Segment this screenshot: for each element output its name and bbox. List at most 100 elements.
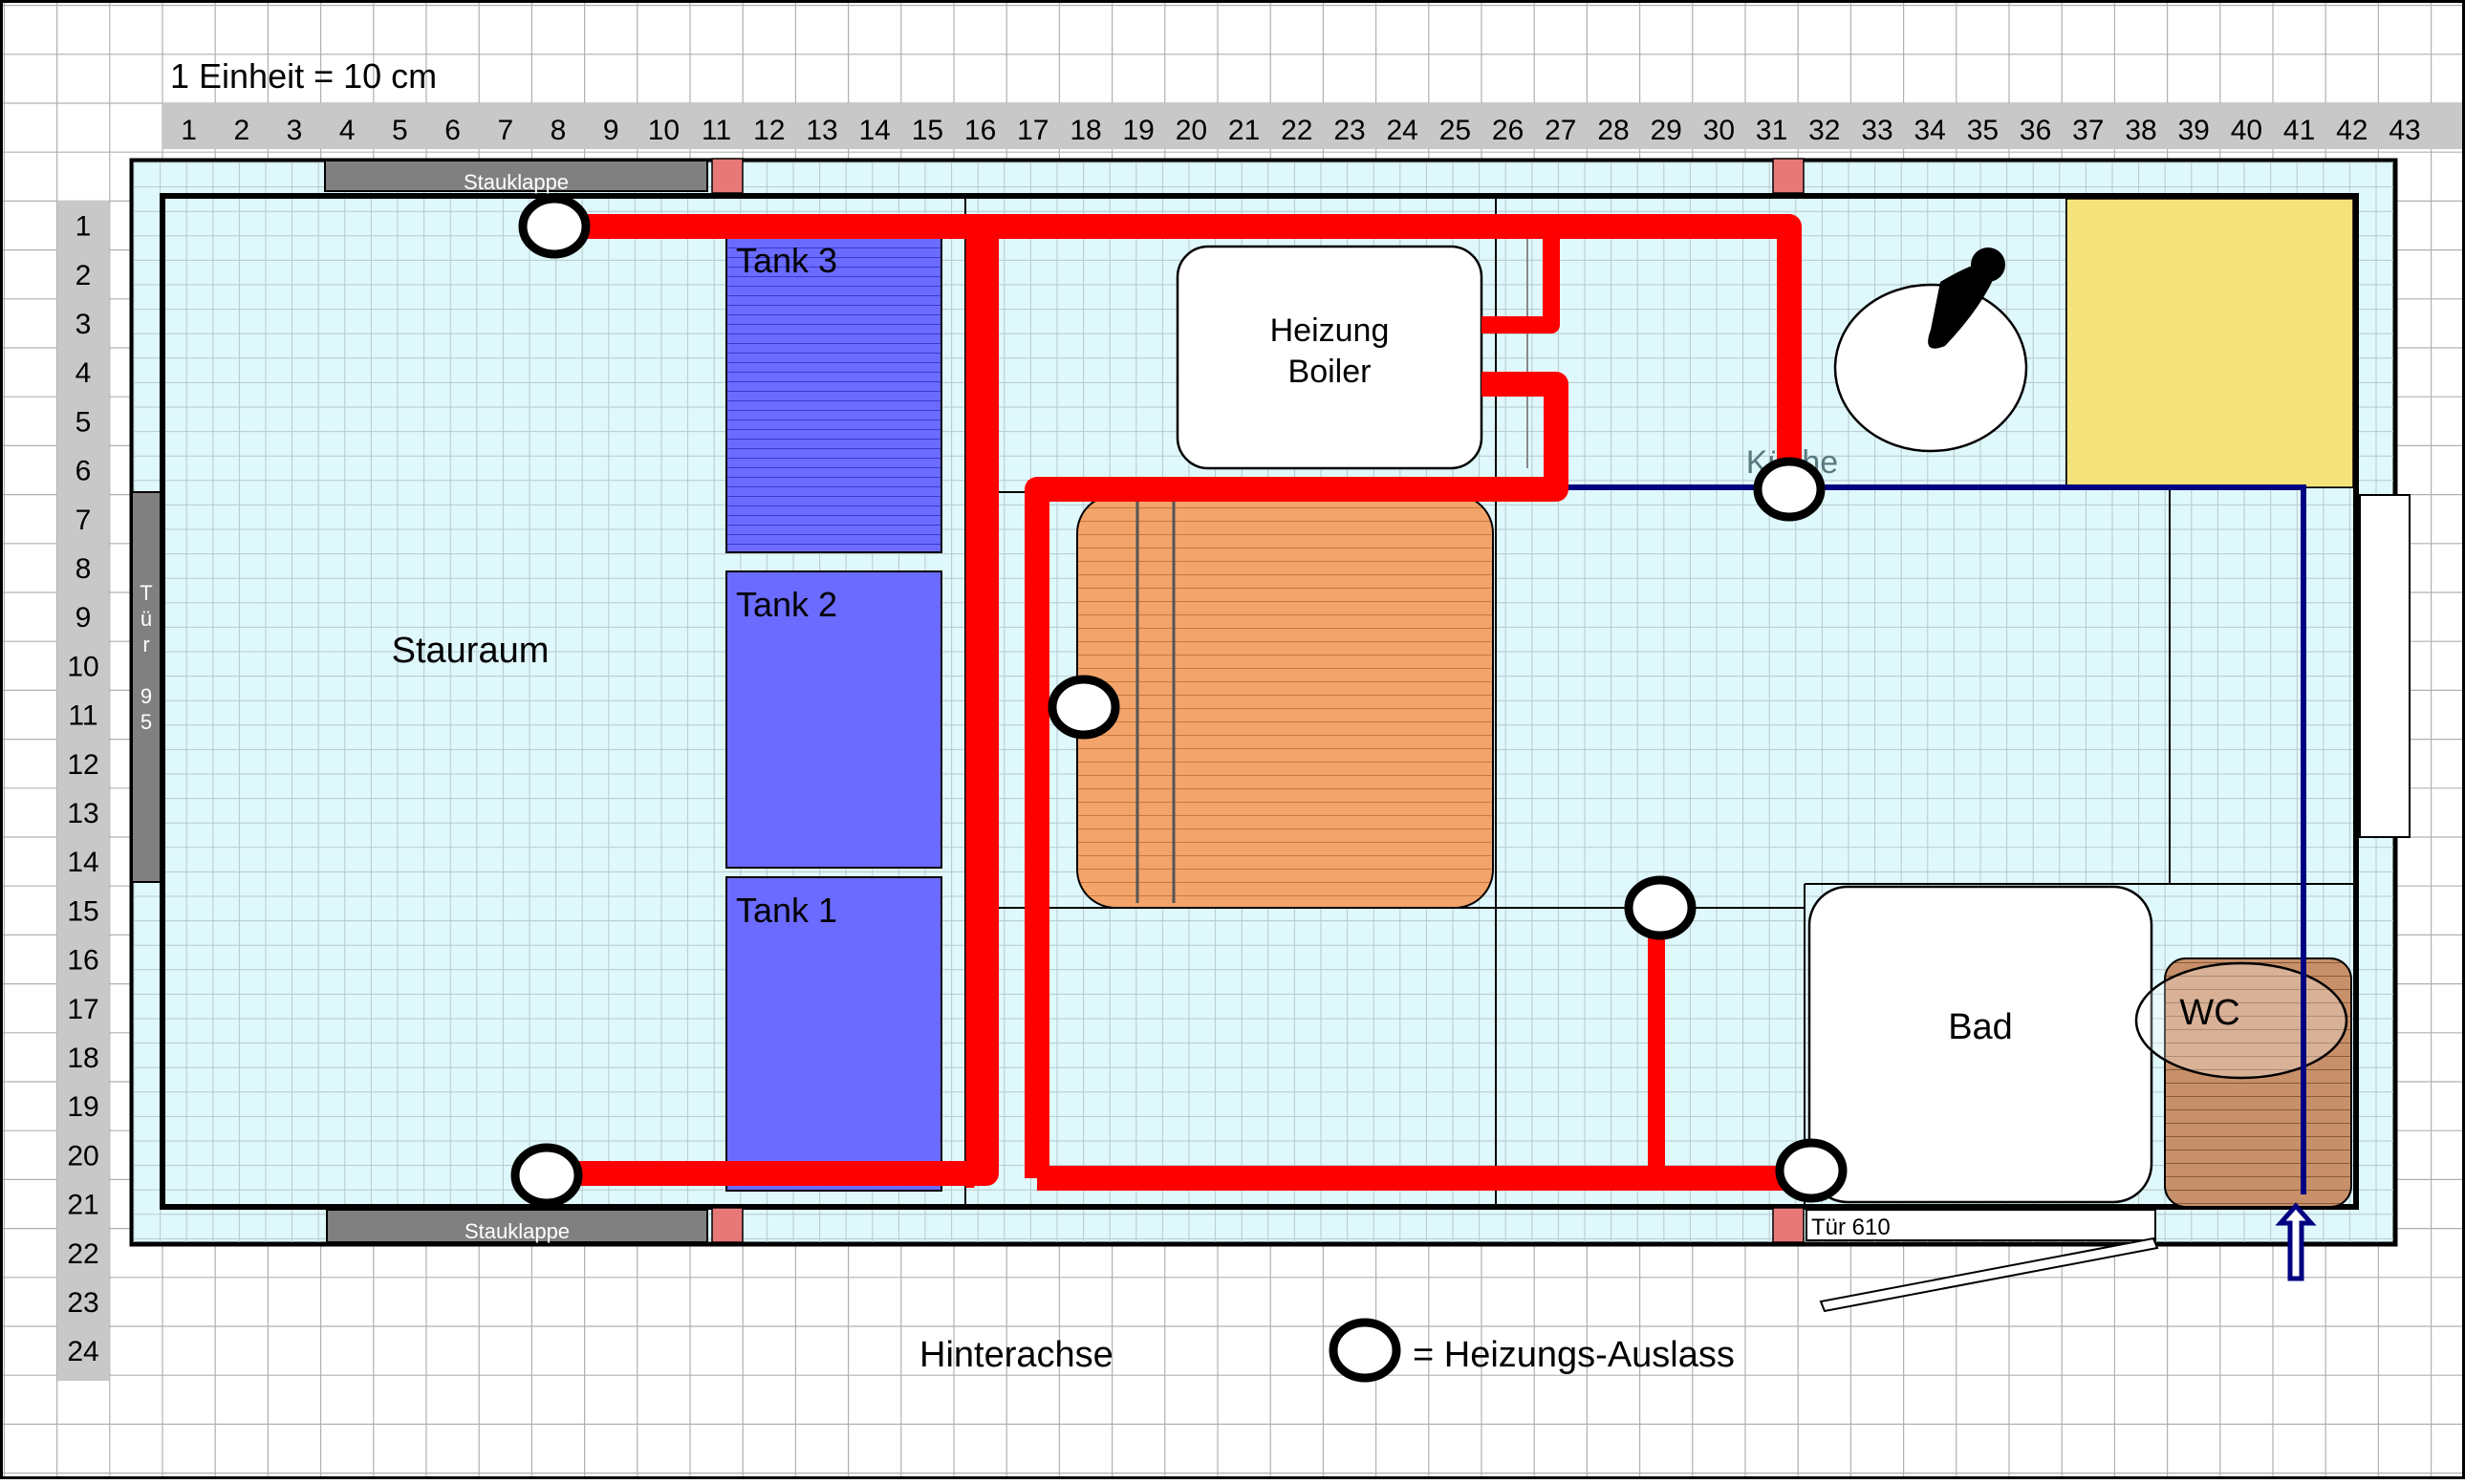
kitchen-counter <box>2065 198 2354 488</box>
row-label: 2 <box>76 260 92 291</box>
row-label: 6 <box>76 456 92 487</box>
outlet-icon <box>1624 875 1697 940</box>
row-label: 12 <box>67 749 98 781</box>
column-label: 11 <box>702 115 731 146</box>
column-label: 9 <box>603 115 619 146</box>
stauklappe-top <box>324 160 708 192</box>
column-label: 33 <box>1861 115 1892 146</box>
column-label: 32 <box>1808 115 1840 146</box>
outlet-icon <box>510 1143 583 1208</box>
tank-1-label: Tank 1 <box>736 891 837 930</box>
row-label: 3 <box>76 309 92 340</box>
legend-label: = Heizungs-Auslass <box>1413 1335 1735 1375</box>
row-label: 20 <box>67 1140 98 1172</box>
row-label: 23 <box>67 1287 98 1319</box>
bed <box>1076 494 1494 909</box>
column-label: 12 <box>753 115 785 146</box>
column-label: 15 <box>912 115 943 146</box>
tank-2 <box>725 570 942 869</box>
column-label: 24 <box>1387 115 1418 146</box>
axle-label: Hinterachse <box>919 1335 1114 1375</box>
door-letter: 9 <box>141 684 152 708</box>
wc-icon <box>2134 961 2348 1080</box>
row-label: 11 <box>68 700 97 732</box>
row-label: 4 <box>76 357 92 389</box>
door-letter: T <box>140 581 152 605</box>
column-label: 3 <box>287 115 303 146</box>
tank-1 <box>725 876 942 1192</box>
row-label: 5 <box>76 406 92 438</box>
column-label: 19 <box>1123 115 1155 146</box>
door-letter: r <box>142 633 149 656</box>
column-label: 23 <box>1333 115 1365 146</box>
water-inlet-icon <box>2275 1202 2317 1281</box>
column-label: 35 <box>1967 115 1999 146</box>
row-label: 10 <box>67 651 98 682</box>
row-label: 14 <box>67 847 98 878</box>
column-label: 29 <box>1651 115 1682 146</box>
column-label: 22 <box>1281 115 1312 146</box>
column-label: 2 <box>233 115 249 146</box>
column-label: 4 <box>339 115 356 146</box>
row-label: 18 <box>67 1043 98 1074</box>
door-letter: 5 <box>141 710 152 734</box>
stauklappe-bottom-label: Stauklappe <box>465 1219 570 1243</box>
stauklappe-top-label: Stauklappe <box>464 170 569 194</box>
stauklappe-bottom <box>326 1209 708 1243</box>
row-label: 7 <box>76 505 92 536</box>
column-label: 5 <box>392 115 408 146</box>
wc-label: WC <box>2179 993 2239 1033</box>
column-label: 36 <box>2020 115 2051 146</box>
row-label: 21 <box>67 1190 98 1221</box>
column-label: 40 <box>2231 115 2262 146</box>
heater-box <box>1176 245 1483 470</box>
column-label: 42 <box>2336 115 2368 146</box>
row-label: 19 <box>67 1091 98 1123</box>
side-door-left <box>131 491 162 883</box>
heater-ducts <box>547 214 1811 1191</box>
side-door-right <box>1806 1209 2156 1241</box>
heater-outlets <box>510 194 1848 1208</box>
column-label: 41 <box>2283 115 2315 146</box>
column-label: 27 <box>1545 115 1576 146</box>
column-label: 39 <box>2178 115 2210 146</box>
scale-label: 1 Einheit = 10 cm <box>170 56 437 96</box>
door-swing <box>1819 1237 2159 1313</box>
inner-body <box>160 193 2359 1210</box>
row-label-band <box>57 201 109 1381</box>
outlet-icon <box>1753 457 1826 522</box>
column-label: 13 <box>806 115 837 146</box>
column-label: 17 <box>1017 115 1049 146</box>
window-right <box>2359 494 2411 838</box>
row-label: 16 <box>67 945 98 977</box>
column-label: 34 <box>1914 115 1946 146</box>
column-label: 28 <box>1597 115 1629 146</box>
row-label: 22 <box>67 1238 98 1270</box>
bath <box>1807 885 2153 1204</box>
side-door-left-label: Tür 95 <box>140 581 152 734</box>
row-label: 17 <box>67 994 98 1025</box>
outlet-icon <box>1048 675 1120 740</box>
faucet-icon <box>1928 262 1998 349</box>
column-label: 16 <box>964 115 996 146</box>
door-letter: ü <box>141 607 152 631</box>
outlet-icon <box>518 194 591 259</box>
column-label: 6 <box>444 115 461 146</box>
row-label: 13 <box>67 798 98 829</box>
column-label: 14 <box>859 115 891 146</box>
row-label: 8 <box>76 553 92 585</box>
column-label: 20 <box>1176 115 1207 146</box>
column-label: 38 <box>2125 115 2156 146</box>
outlet-icon <box>1775 1138 1848 1203</box>
row-label: 15 <box>67 895 98 927</box>
row-label: 24 <box>67 1336 98 1367</box>
tank-2-label: Tank 2 <box>736 585 837 624</box>
column-label: 31 <box>1756 115 1787 146</box>
sink-icon <box>1833 283 2028 453</box>
legend-outlet-icon <box>1329 1318 1401 1383</box>
column-label: 26 <box>1492 115 1524 146</box>
